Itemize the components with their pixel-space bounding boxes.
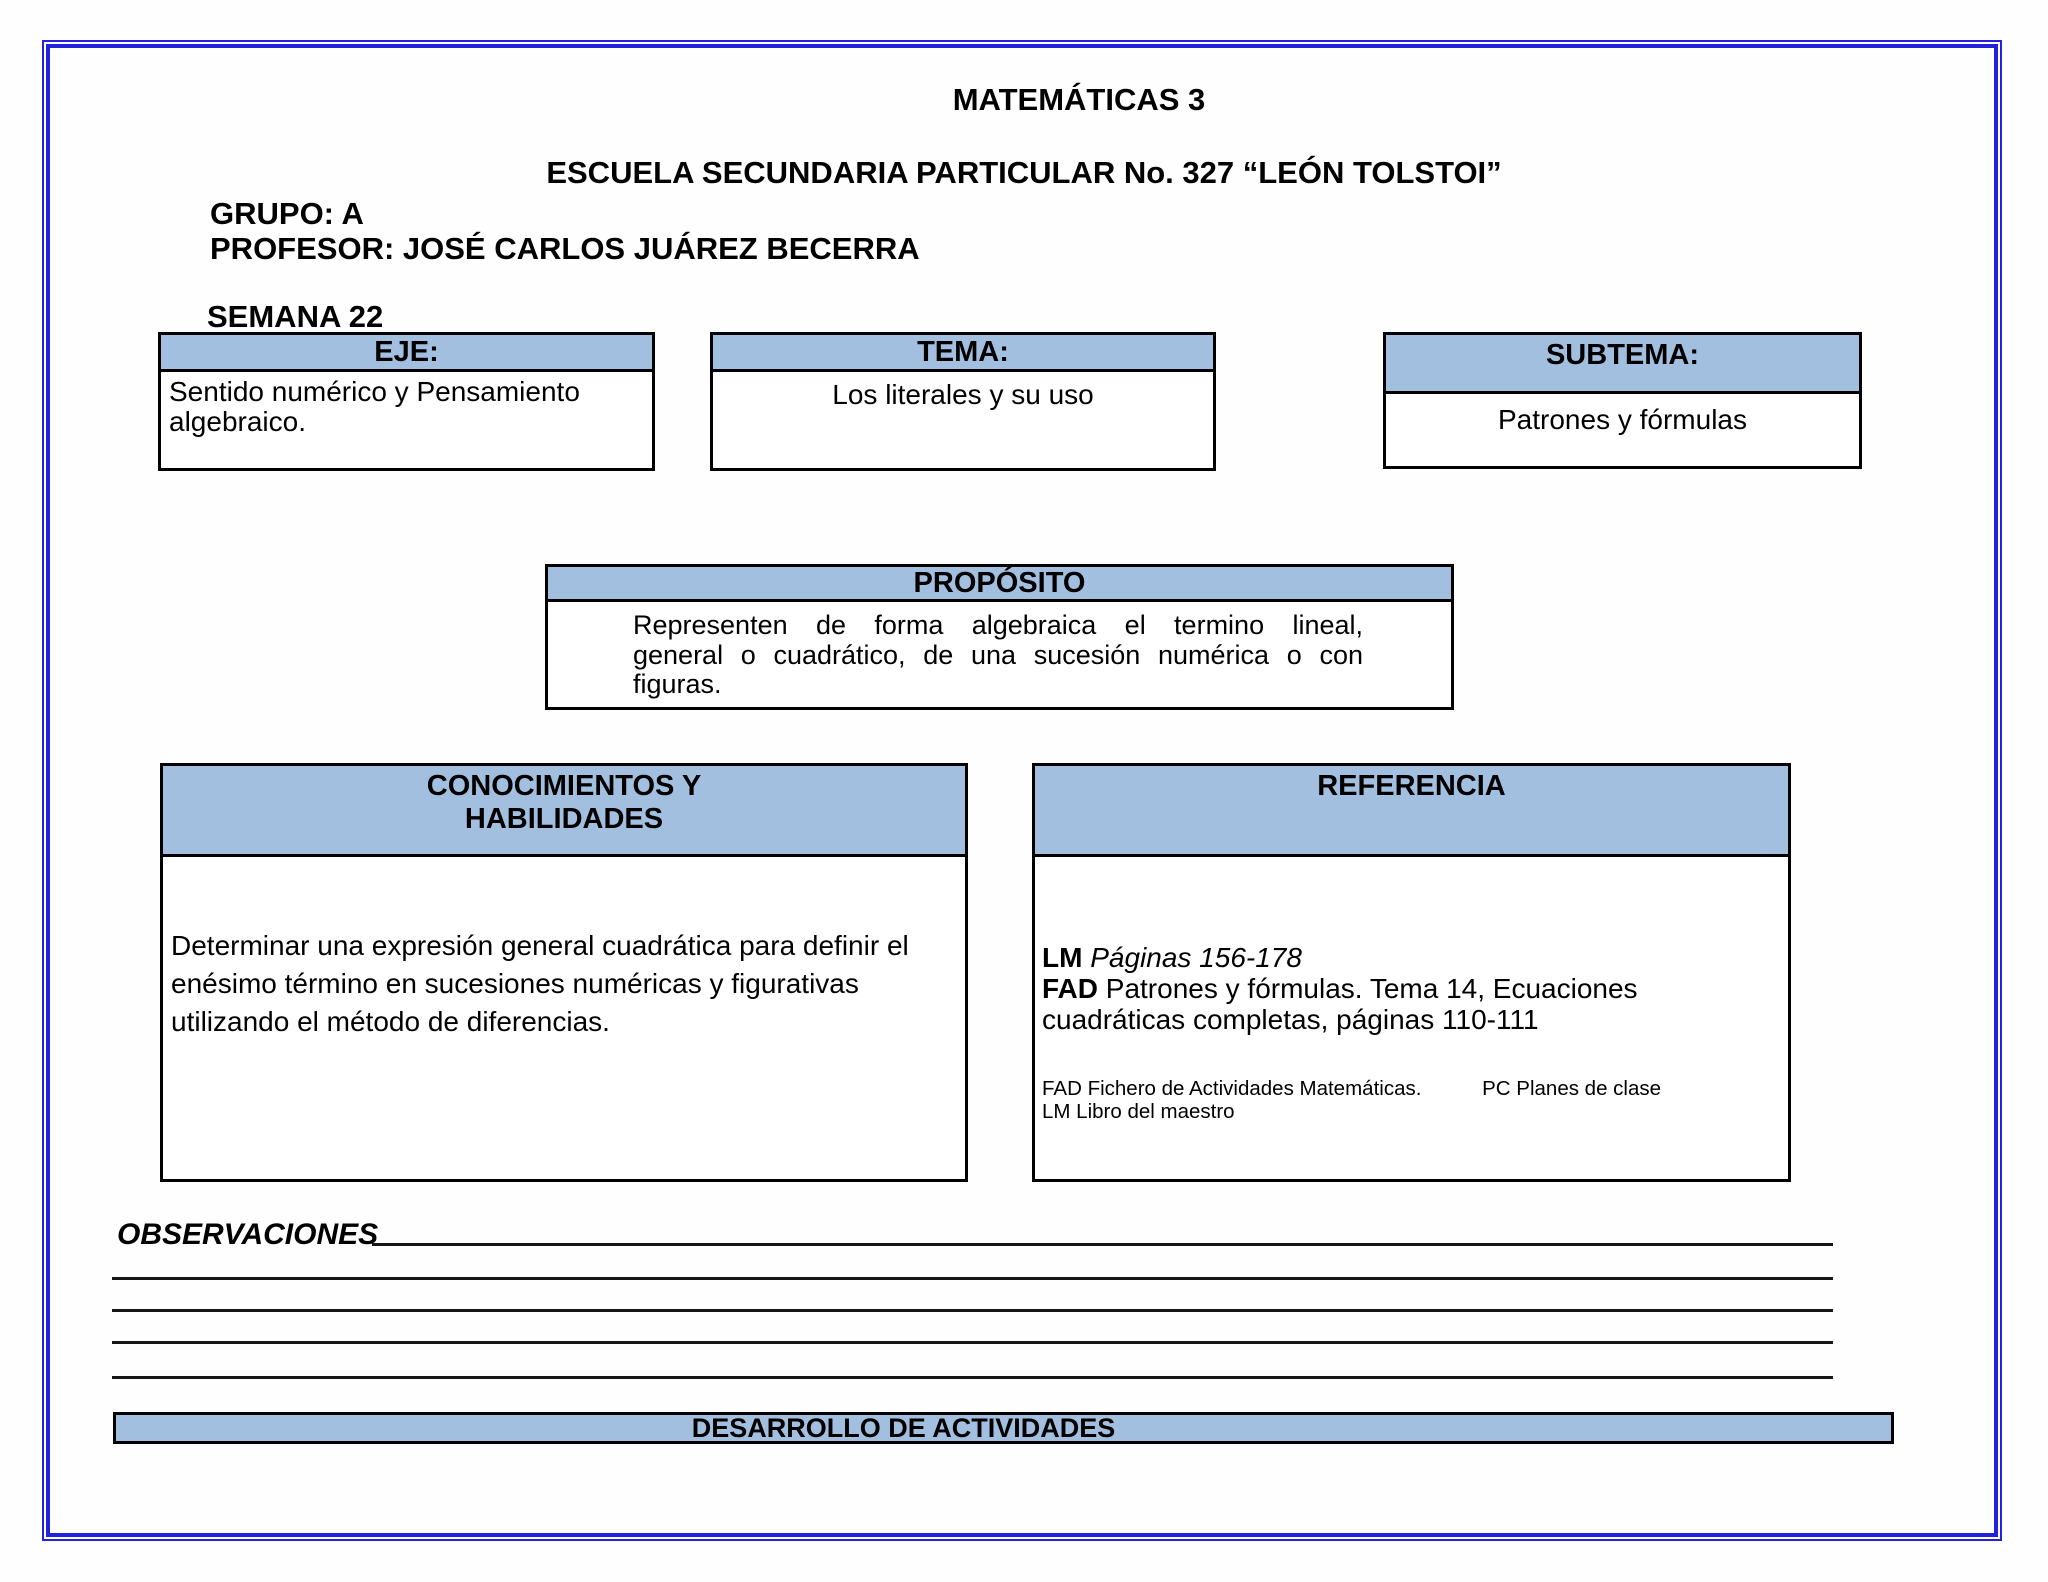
desarrollo-banner: DESARROLLO DE ACTIVIDADES	[113, 1412, 1894, 1444]
observaciones-line	[112, 1341, 1833, 1344]
conocimientos-body: Determinar una expresión general cuadrát…	[171, 930, 909, 1037]
footnote-pc: PC Planes de clase	[1482, 1077, 1662, 1100]
professor-label: PROFESOR: JOSÉ CARLOS JUÁREZ BECERRA	[210, 231, 920, 266]
referencia-header: REFERENCIA	[1035, 766, 1788, 857]
observaciones-line	[112, 1376, 1833, 1379]
lm-abbr: LM	[1042, 942, 1083, 973]
proposito-header: PROPÓSITO	[548, 567, 1451, 602]
subtema-box: SUBTEMA: Patrones y fórmulas	[1383, 332, 1862, 469]
tema-box: TEMA: Los literales y su uso	[710, 332, 1216, 471]
footnote-line1: FAD Fichero de Actividades Matemáticas. …	[1042, 1077, 1776, 1100]
eje-box: EJE: Sentido numérico y Pensamiento alge…	[158, 332, 655, 471]
eje-body: Sentido numérico y Pensamiento algebraic…	[169, 376, 580, 437]
referencia-lm-line: LM Páginas 156-178	[1042, 942, 1776, 973]
conocimientos-box: CONOCIMIENTOS Y HABILIDADES Determinar u…	[160, 763, 968, 1182]
observaciones-label: OBSERVACIONES	[117, 1218, 379, 1251]
page-border-inner	[46, 44, 1998, 1537]
eje-header: EJE:	[161, 335, 652, 372]
proposito-box: PROPÓSITO Representen de forma algebraic…	[545, 564, 1454, 710]
subtema-header: SUBTEMA:	[1386, 335, 1859, 394]
subtema-body: Patrones y fórmulas	[1498, 404, 1747, 435]
fad-abbr: FAD	[1042, 973, 1098, 1004]
tema-header: TEMA:	[713, 335, 1213, 372]
page-title: MATEMÁTICAS 3	[952, 82, 1206, 117]
observaciones-label-line	[372, 1243, 1833, 1246]
referencia-box: REFERENCIA LM Páginas 156-178 FAD Patron…	[1032, 763, 1791, 1182]
conocimientos-header-line1: CONOCIMIENTOS Y	[426, 770, 702, 802]
group-label: GRUPO: A	[210, 196, 364, 231]
lm-pages: Páginas 156-178	[1090, 942, 1302, 973]
observaciones-line	[112, 1277, 1833, 1280]
referencia-footnotes: FAD Fichero de Actividades Matemáticas. …	[1042, 1077, 1776, 1123]
referencia-body: LM Páginas 156-178 FAD Patrones y fórmul…	[1035, 857, 1788, 1123]
school-name: ESCUELA SECUNDARIA PARTICULAR No. 327 “L…	[546, 155, 1502, 190]
conocimientos-header: CONOCIMIENTOS Y HABILIDADES	[163, 766, 965, 857]
observaciones-line	[112, 1309, 1833, 1312]
footnote-lm: LM Libro del maestro	[1042, 1100, 1235, 1123]
page-border-outer	[42, 40, 2002, 1541]
footnote-fad: FAD Fichero de Actividades Matemáticas.	[1042, 1077, 1422, 1100]
proposito-body: Representen de forma algebraica el termi…	[633, 610, 1363, 699]
fad-text: Patrones y fórmulas. Tema 14, Ecuaciones…	[1042, 973, 1638, 1035]
tema-body: Los literales y su uso	[832, 379, 1094, 410]
conocimientos-header-line2: HABILIDADES	[464, 803, 664, 835]
week-label: SEMANA 22	[207, 299, 384, 334]
referencia-fad-line: FAD Patrones y fórmulas. Tema 14, Ecuaci…	[1042, 973, 1742, 1035]
